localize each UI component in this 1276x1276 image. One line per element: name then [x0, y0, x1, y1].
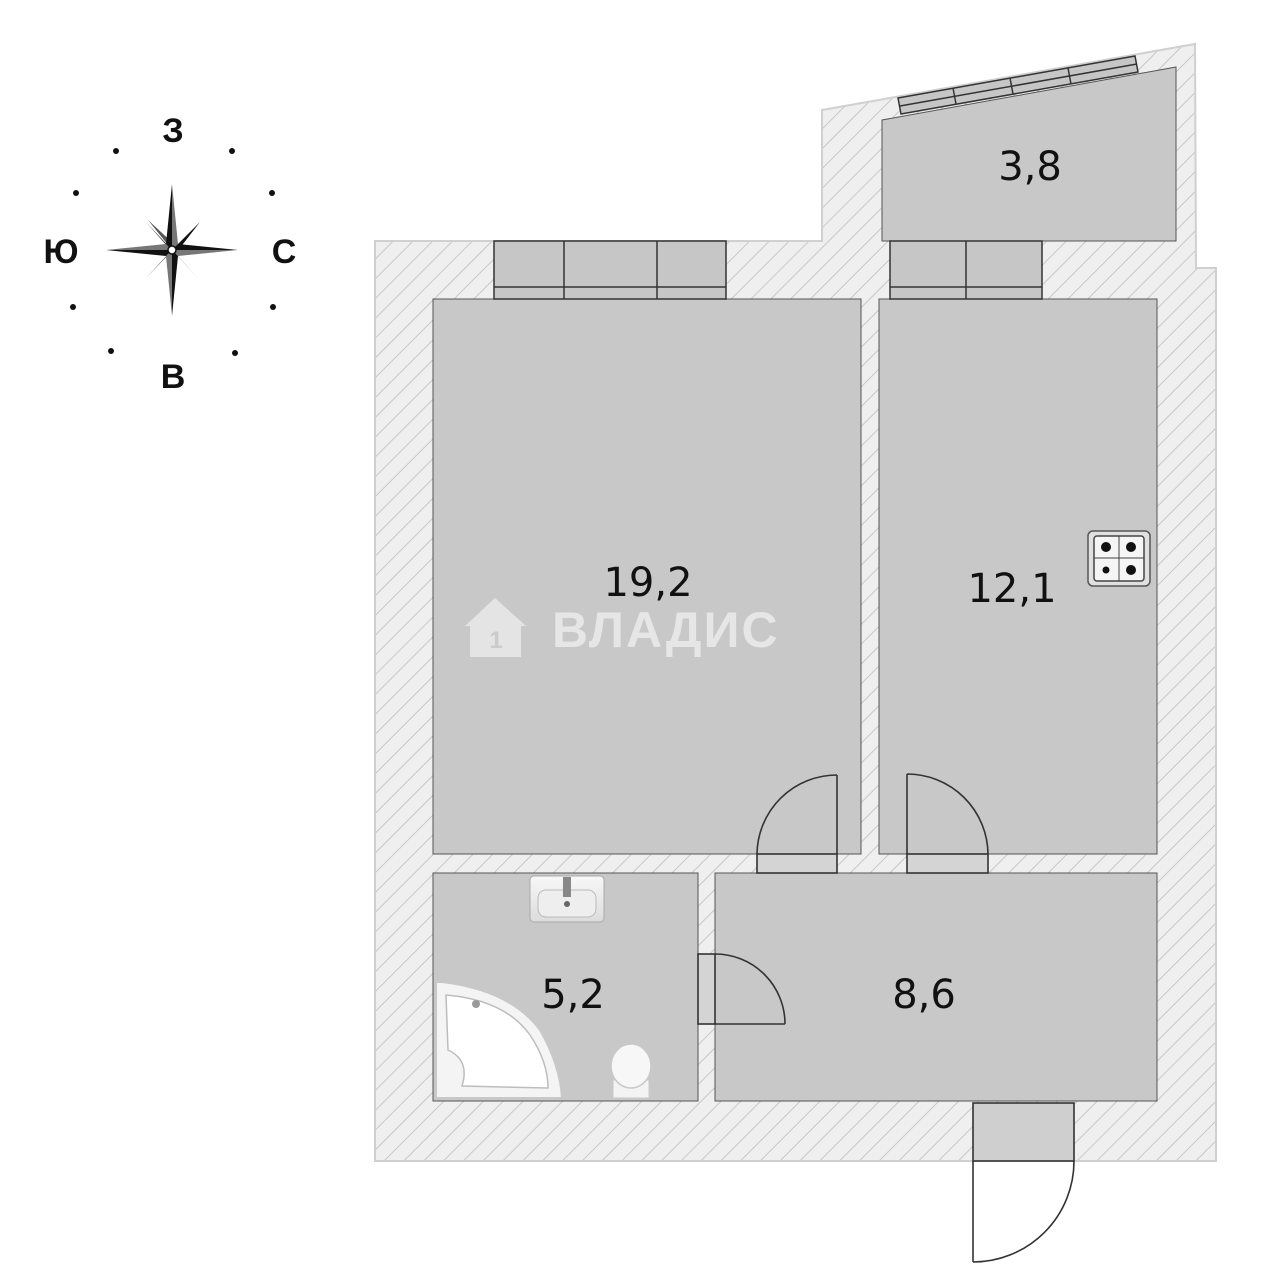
window-living — [493, 240, 727, 300]
stove-icon — [1087, 530, 1151, 587]
windows — [493, 55, 1139, 300]
door-kitchen — [906, 773, 989, 874]
room-living — [432, 298, 862, 855]
window-kitchen — [889, 240, 1043, 300]
room-labels: 19,2 12,1 3,8 5,2 8,6 — [541, 144, 1062, 1018]
sink-icon — [529, 875, 605, 923]
room-hallway — [714, 872, 1158, 1102]
door-living — [756, 774, 838, 874]
room-balcony — [881, 66, 1177, 242]
compass-dots — [70, 148, 276, 356]
door-entrance — [972, 1102, 1075, 1263]
rooms — [432, 66, 1177, 1102]
compass-rose: З В Ю С — [43, 112, 296, 396]
area-label-balcony: 3,8 — [998, 144, 1062, 190]
compass-south-label: В — [161, 358, 186, 396]
watermark-logo: 1 ВЛАДИС — [465, 598, 780, 658]
watermark-text: ВЛАДИС — [552, 602, 780, 658]
toilet-icon — [610, 1043, 652, 1099]
compass-north-label: З — [162, 112, 183, 150]
area-label-living: 19,2 — [603, 560, 692, 606]
compass-star-icon — [106, 184, 238, 316]
area-label-bathroom: 5,2 — [541, 972, 605, 1018]
bathtub-icon — [435, 981, 564, 1099]
compass-west-label: Ю — [43, 233, 78, 271]
window-balcony — [897, 55, 1139, 115]
svg-text:1: 1 — [489, 627, 502, 654]
house-icon — [465, 598, 526, 657]
door-bathroom — [697, 953, 786, 1025]
area-label-hallway: 8,6 — [892, 972, 956, 1018]
doors — [697, 773, 1075, 1263]
compass-east-label: С — [272, 233, 297, 271]
area-label-kitchen: 12,1 — [967, 566, 1056, 612]
